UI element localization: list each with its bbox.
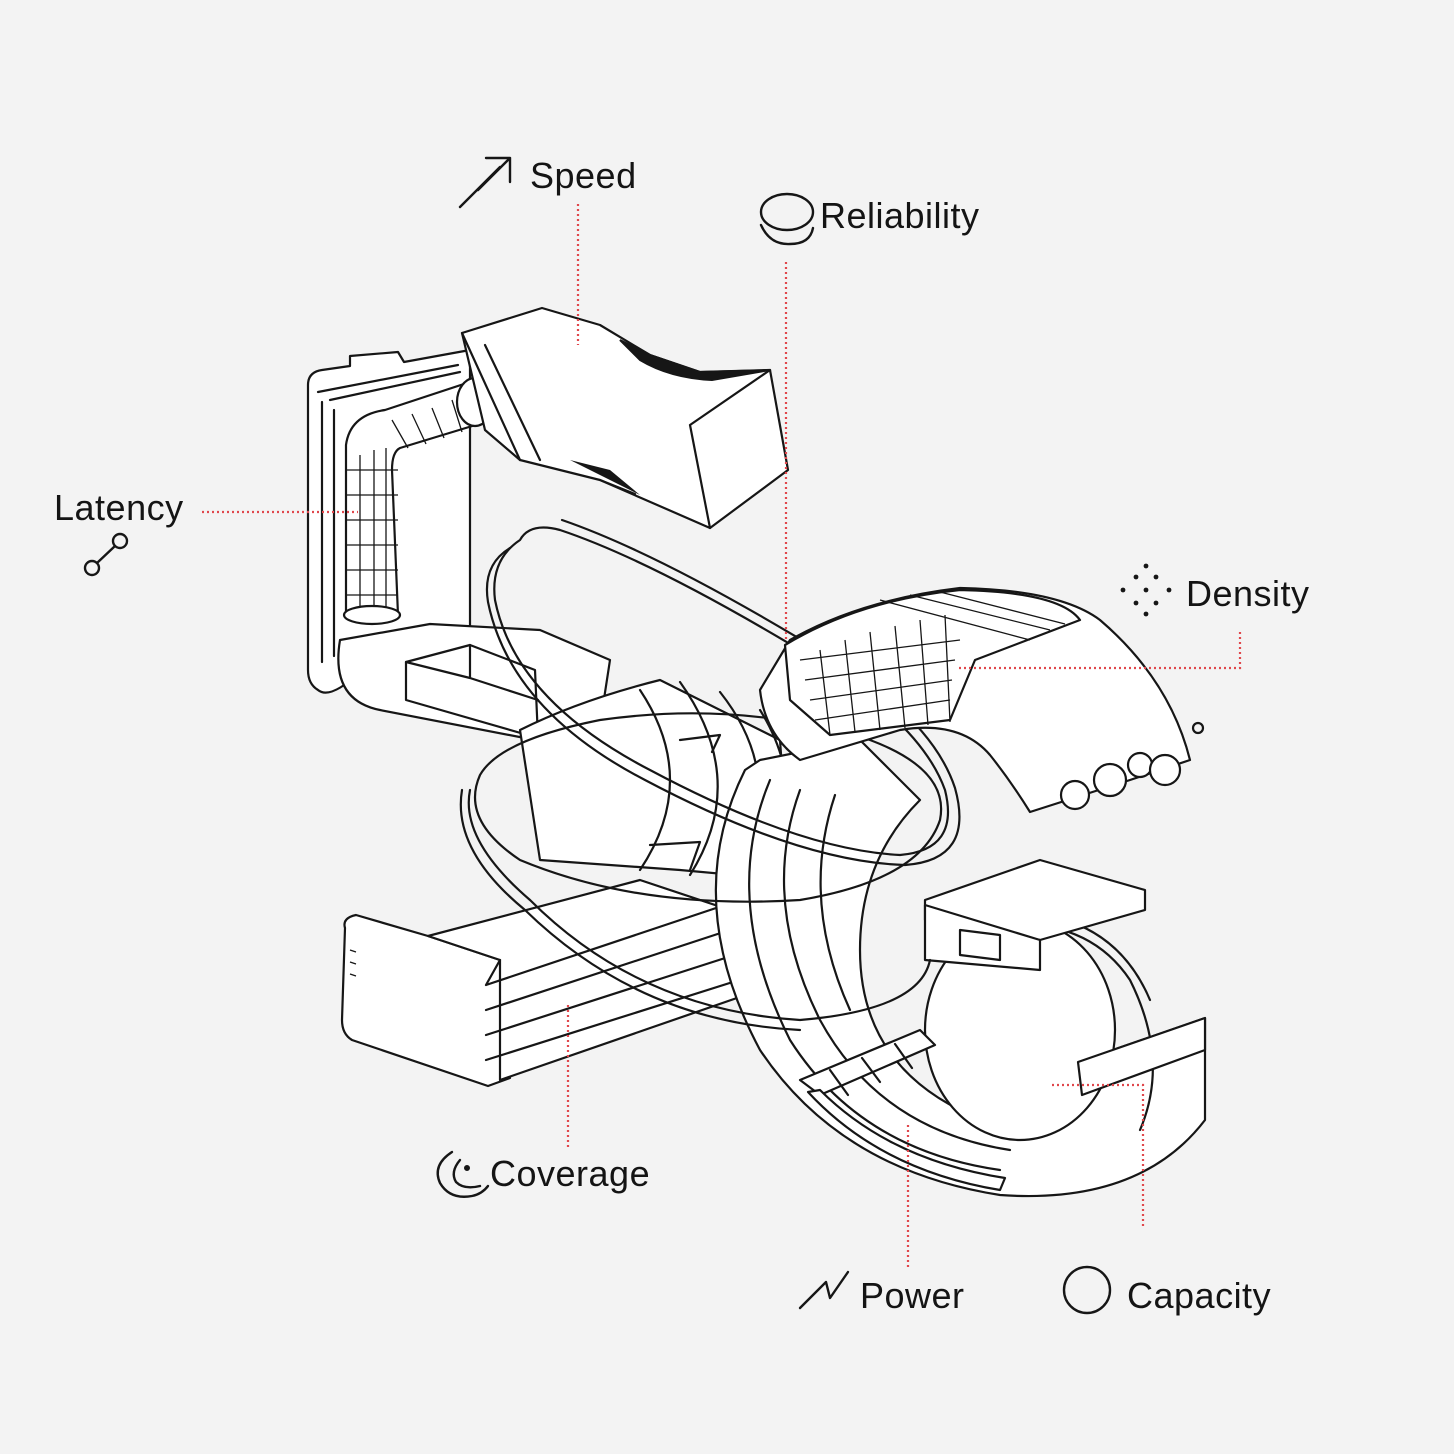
callout-latency: Latency: [54, 487, 184, 528]
coverage-beam: [340, 878, 762, 1088]
callout-coverage: Coverage: [490, 1153, 651, 1194]
c-ring: [714, 738, 1207, 1198]
stacked-rings-icon: [759, 192, 815, 246]
dot-cluster-icon: [1120, 563, 1172, 617]
base-step: [404, 643, 540, 740]
leader-lines: [202, 204, 1242, 1268]
speed-housing: [460, 306, 790, 530]
connected-nodes-icon: [83, 532, 129, 577]
callout-power: Power: [860, 1275, 965, 1316]
callout-reliability: Reliability: [820, 195, 980, 236]
capacity-block: [923, 858, 1147, 972]
zigzag-bolt-icon: [798, 1270, 850, 1310]
circle-icon: [1062, 1265, 1112, 1315]
density-wedge: [758, 586, 1205, 814]
callout-density: Density: [1186, 573, 1310, 614]
tube-loops: [459, 518, 961, 1032]
callout-capacity: Capacity: [1127, 1275, 1272, 1316]
double-arrow-icon: [458, 156, 512, 209]
latency-pipe: [342, 376, 495, 626]
callout-speed: Speed: [530, 155, 637, 196]
crescent-moon-icon: [436, 1150, 490, 1198]
power-connectors: [798, 1028, 1007, 1192]
